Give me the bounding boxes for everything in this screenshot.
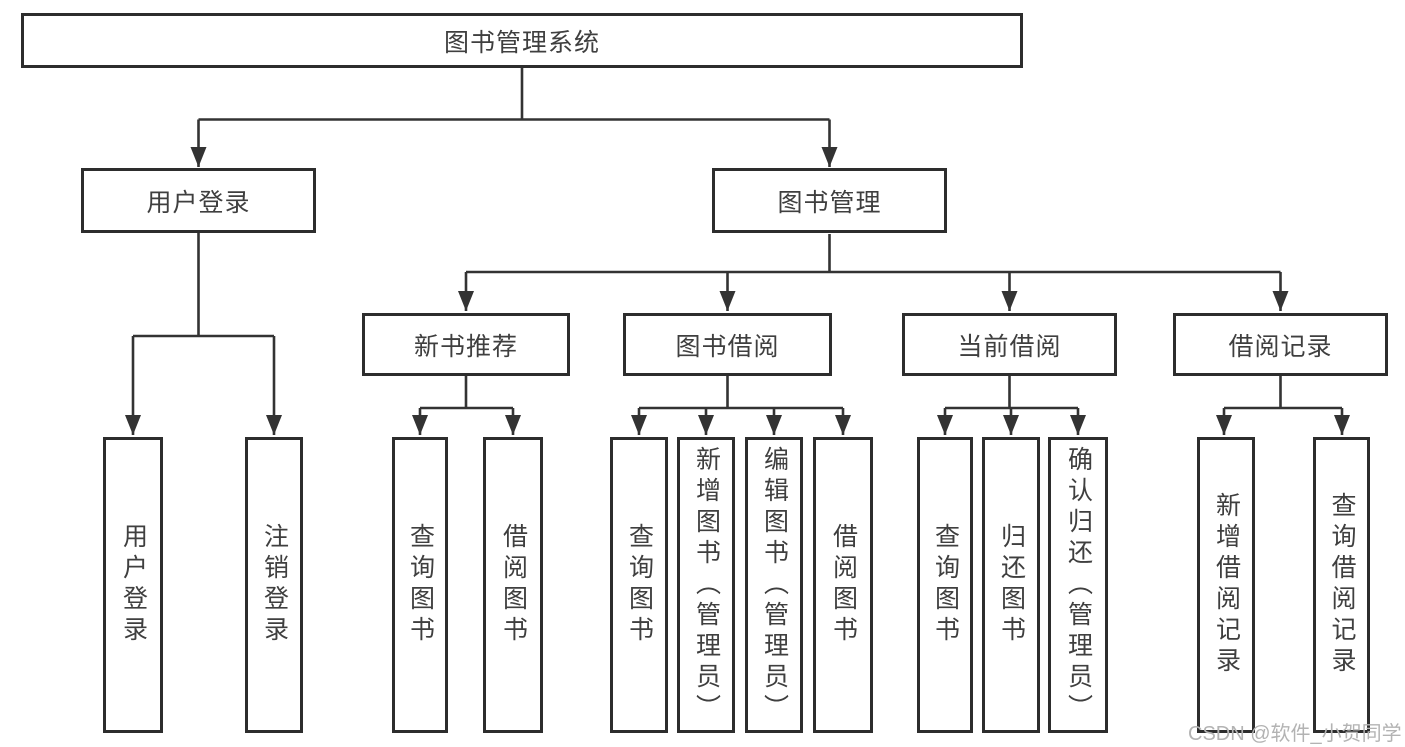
node-new-book-recommend: 新书推荐 — [362, 313, 570, 376]
connector-current-split — [945, 376, 1078, 410]
leaf-user-login: 用户登录 — [103, 437, 163, 733]
node-label: 借阅记录 — [1228, 332, 1333, 361]
node-current-borrow: 当前借阅 — [902, 313, 1117, 376]
leaf-add-borrow-record: 新增借阅记录 — [1197, 437, 1255, 733]
node-label: 图书管理 — [777, 188, 882, 217]
node-label: 图书借阅 — [675, 332, 780, 361]
connector-records-split — [1224, 376, 1342, 410]
leaf-label: 确认归还（管理员） — [1064, 445, 1093, 725]
leaf-label: 新增借阅记录 — [1212, 492, 1241, 678]
leaf-query-books-recommend: 查询图书 — [392, 437, 448, 733]
leaf-query-books-borrow: 查询图书 — [610, 437, 668, 733]
node-book-management: 图书管理 — [712, 168, 947, 233]
leaf-label: 查询图书 — [931, 523, 960, 647]
leaf-label: 查询借阅记录 — [1328, 492, 1356, 678]
leaf-query-books-current: 查询图书 — [917, 437, 973, 733]
leaf-label: 注销登录 — [260, 523, 289, 647]
leaf-return-book: 归还图书 — [982, 437, 1040, 733]
node-book-borrow: 图书借阅 — [623, 313, 832, 376]
connector-borrow-split — [639, 376, 843, 410]
node-label: 图书管理系统 — [443, 28, 600, 57]
connector-login-split — [133, 232, 274, 338]
leaf-label: 借阅图书 — [499, 523, 528, 647]
leaf-label: 用户登录 — [119, 523, 148, 647]
leaf-edit-book-admin: 编辑图书（管理员） — [745, 437, 803, 733]
leaf-label: 借阅图书 — [829, 523, 858, 647]
leaf-logout: 注销登录 — [245, 437, 303, 733]
connector-level3-split — [466, 234, 1281, 274]
leaf-query-borrow-record: 查询借阅记录 — [1313, 437, 1370, 733]
node-borrow-records: 借阅记录 — [1173, 313, 1388, 376]
node-user-login: 用户登录 — [81, 168, 316, 233]
node-label: 新书推荐 — [413, 332, 518, 361]
leaf-label: 查询图书 — [625, 523, 654, 647]
leaf-confirm-return-admin: 确认归还（管理员） — [1048, 437, 1108, 733]
leaf-label: 归还图书 — [997, 523, 1026, 647]
leaf-borrow-books-recommend: 借阅图书 — [483, 437, 543, 733]
leaf-label: 新增图书（管理员） — [692, 445, 721, 725]
leaf-add-book-admin: 新增图书（管理员） — [677, 437, 735, 733]
leaf-label: 查询图书 — [406, 523, 435, 647]
connector-recommend-split — [420, 376, 513, 410]
node-library-management-system: 图书管理系统 — [21, 13, 1023, 68]
leaf-label: 编辑图书（管理员） — [760, 445, 789, 725]
connector-root-split — [198, 68, 830, 121]
node-label: 当前借阅 — [957, 332, 1062, 361]
node-label: 用户登录 — [146, 188, 251, 217]
csdn-watermark: CSDN @软件_小贺同学 — [1188, 723, 1402, 745]
leaf-borrow-books: 借阅图书 — [813, 437, 873, 733]
